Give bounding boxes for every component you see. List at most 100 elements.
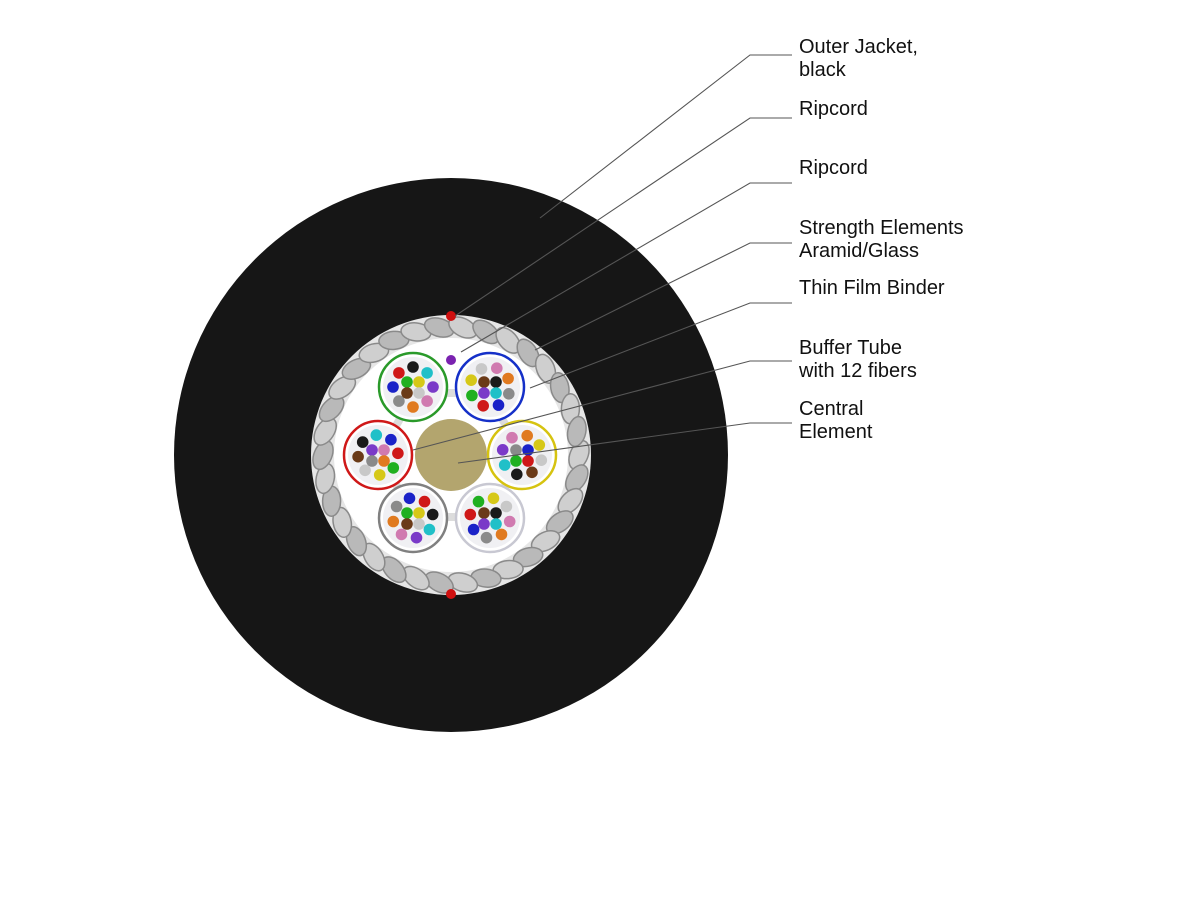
fiber <box>487 492 500 505</box>
fiber <box>373 469 386 481</box>
label-thin-film-binder: Thin Film Binder <box>799 277 945 300</box>
fiber <box>390 500 403 513</box>
leader-lines <box>412 54 792 464</box>
fiber <box>403 492 416 505</box>
buffer-tube <box>377 482 449 554</box>
strength-element-strands <box>312 316 590 594</box>
label-line: Element <box>799 421 873 443</box>
fiber <box>395 528 408 541</box>
fiber <box>467 523 480 536</box>
fiber <box>503 388 515 400</box>
buffer-tubes <box>342 351 558 554</box>
fiber <box>478 387 490 399</box>
fiber <box>475 363 488 375</box>
fiber <box>359 464 371 477</box>
fiber <box>401 507 413 519</box>
leader-line-ripcord-2 <box>460 182 792 353</box>
label-line: Outer Jacket, <box>799 36 918 58</box>
fiber <box>472 495 485 508</box>
fiber <box>511 468 523 481</box>
label-line: Central <box>799 398 864 420</box>
label-outer-jacket: Outer Jacket,black <box>799 36 918 82</box>
fiber <box>370 429 383 441</box>
fiber <box>510 455 522 467</box>
fiber <box>421 395 433 407</box>
fiber <box>413 376 425 388</box>
fiber <box>490 507 502 519</box>
fiber <box>477 400 490 412</box>
fiber <box>421 367 433 379</box>
fiber <box>387 381 399 393</box>
fiber <box>401 387 413 399</box>
fiber <box>387 462 400 474</box>
fiber <box>378 455 390 467</box>
label-line: Ripcord <box>799 98 868 120</box>
fiber <box>401 376 413 388</box>
label-line: Buffer Tube <box>799 337 903 359</box>
fiber <box>496 444 509 456</box>
ripcord-bottom <box>446 589 456 599</box>
fiber <box>393 395 405 407</box>
leader-line-strength-elements <box>534 242 792 351</box>
ripcord-inner <box>446 355 456 365</box>
fiber <box>366 455 378 467</box>
fiber <box>521 429 533 442</box>
central-element <box>415 419 487 491</box>
fiber <box>407 401 419 413</box>
label-line: black <box>799 59 846 81</box>
fiber <box>352 450 364 463</box>
label-line: Aramid/Glass <box>799 240 920 262</box>
buffer-tube <box>342 419 414 491</box>
fiber <box>366 444 378 456</box>
fiber <box>490 518 502 530</box>
fiber <box>427 381 439 393</box>
fiber <box>466 389 478 402</box>
fiber <box>393 367 405 379</box>
fiber <box>401 518 413 530</box>
fiber <box>387 515 400 528</box>
label-ripcord-1: Ripcord <box>799 98 868 121</box>
fiber <box>410 531 423 544</box>
fiber <box>464 508 477 521</box>
buffer-tube <box>486 419 558 491</box>
fiber <box>392 447 404 460</box>
fiber <box>480 531 493 544</box>
fiber <box>356 436 369 448</box>
buffer-tube <box>454 482 526 554</box>
buffer-tube <box>454 351 526 423</box>
strength-strand <box>566 415 587 448</box>
fiber <box>526 466 538 479</box>
fiber <box>378 444 390 456</box>
leader-line-central-element <box>457 422 792 464</box>
label-ripcord-2: Ripcord <box>799 157 868 180</box>
leader-line-outer-jacket <box>539 54 792 219</box>
fiber <box>522 455 534 467</box>
leader-line-ripcord-1 <box>454 117 792 317</box>
fiber <box>506 431 518 444</box>
buffer-tube-gel <box>460 357 520 417</box>
fiber <box>478 376 490 388</box>
fiber <box>413 518 425 530</box>
fiber <box>465 374 478 387</box>
buffer-tube <box>377 351 449 423</box>
label-line: Ripcord <box>799 157 868 179</box>
fiber <box>500 500 513 513</box>
leader-line-thin-film-binder <box>529 302 792 389</box>
fiber <box>490 387 502 399</box>
fiber <box>478 507 490 519</box>
ripcord-top <box>446 311 456 321</box>
fiber <box>423 523 436 536</box>
fiber <box>535 454 548 467</box>
fiber <box>418 495 431 508</box>
fiber <box>492 399 505 411</box>
label-line: with 12 fibers <box>799 360 917 382</box>
fiber <box>413 507 425 519</box>
fiber <box>533 439 546 451</box>
fiber <box>413 387 425 399</box>
label-line: Thin Film Binder <box>799 277 945 299</box>
fiber <box>478 518 490 530</box>
fiber <box>407 361 419 373</box>
fiber <box>502 372 514 385</box>
